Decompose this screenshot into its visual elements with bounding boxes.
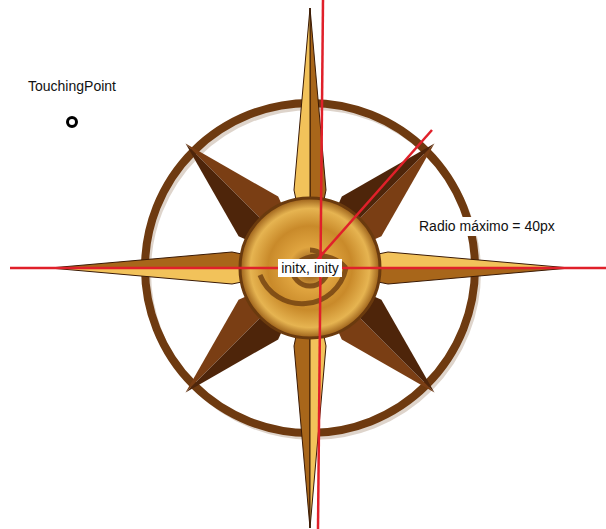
touching-point-marker xyxy=(68,118,77,127)
radius-label: Radio máximo = 40px xyxy=(416,217,558,236)
red-guide-lines xyxy=(10,0,606,529)
point-label: TouchingPoint xyxy=(28,78,116,95)
center-label: initx, inity xyxy=(278,259,342,278)
disc-spiral xyxy=(260,250,346,304)
